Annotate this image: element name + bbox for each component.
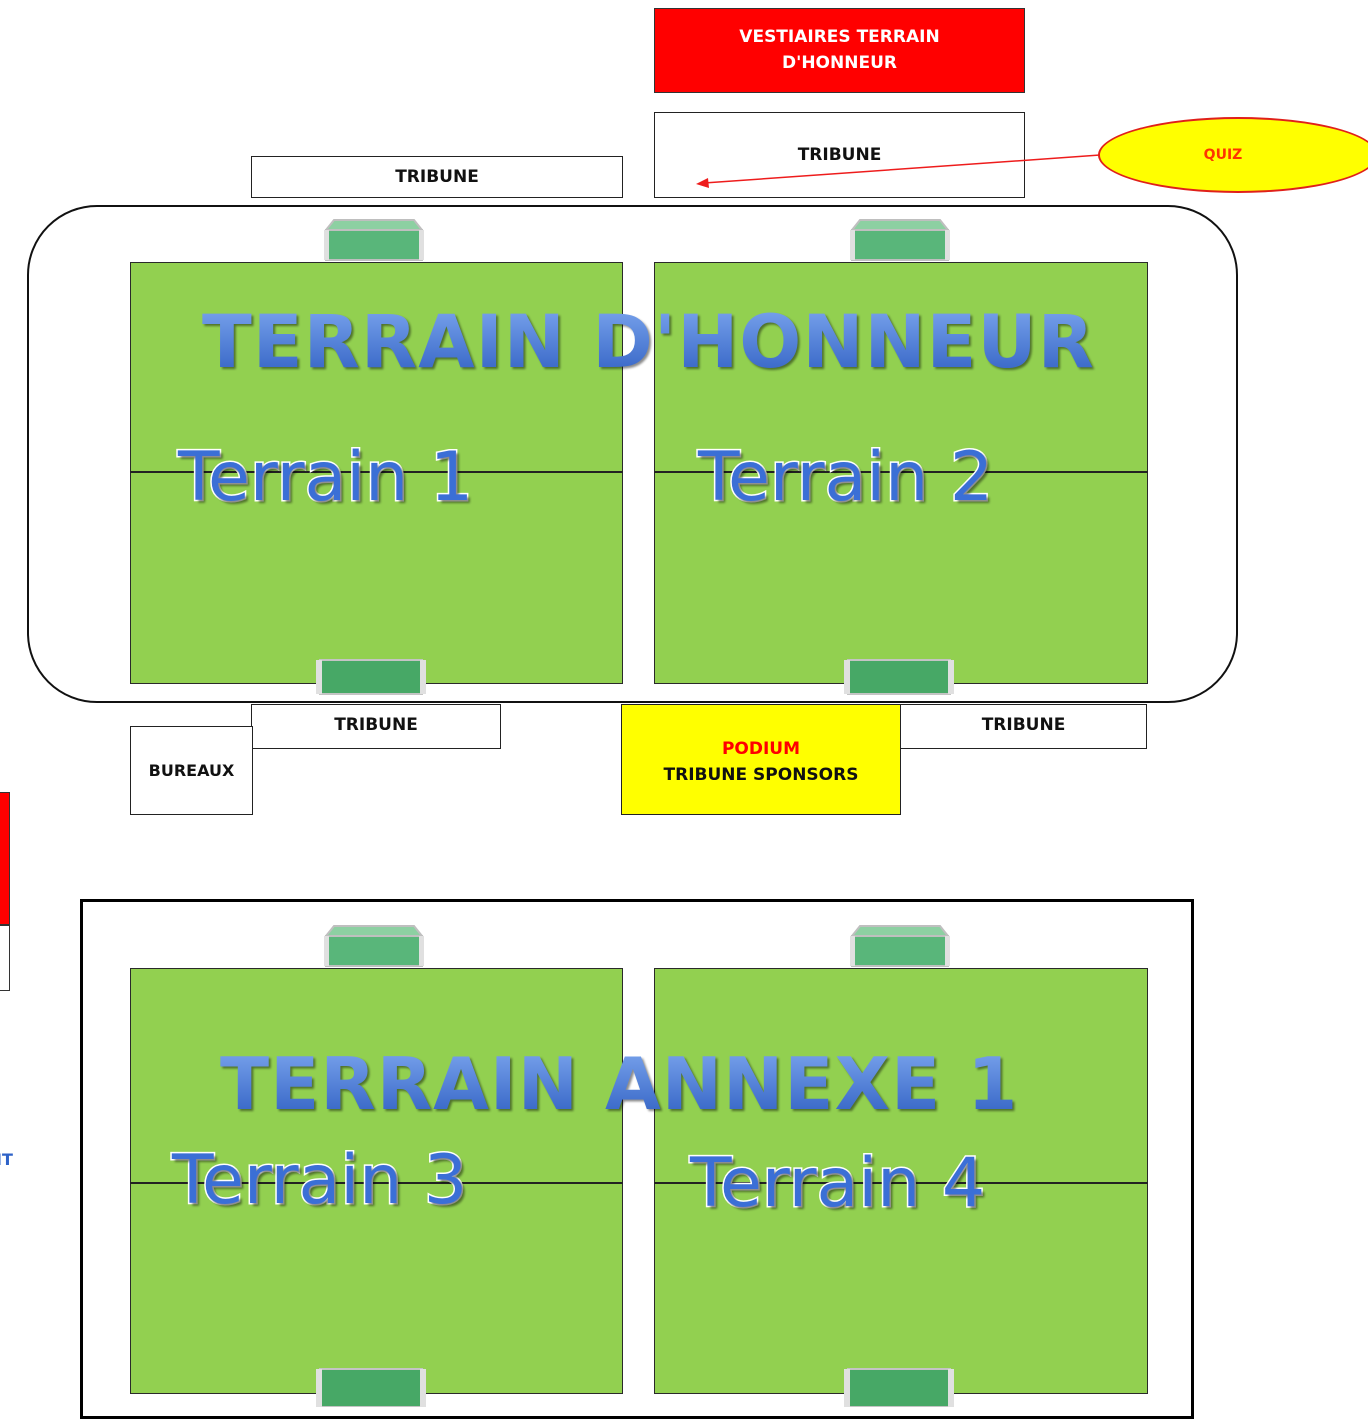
tribune-top-left-label: TRIBUNE <box>395 167 479 187</box>
stadium1-enclosure <box>27 205 1238 703</box>
goal-bottom-terrain4 <box>844 1368 954 1407</box>
stadium2-title: TERRAIN ANNEXE 1 <box>220 1042 1019 1126</box>
tribune-sponsors-label: TRIBUNE SPONSORS <box>663 764 859 785</box>
bureaux-box: BUREAUX <box>130 726 253 815</box>
quiz-arrow <box>696 154 1101 188</box>
left-box-fragment <box>0 925 10 991</box>
quiz-ellipse: QUIZ <box>1098 117 1368 193</box>
tribune-bottom-left-label: TRIBUNE <box>334 715 418 735</box>
terrain2-label: Terrain 2 <box>696 437 994 519</box>
tribune-top-left: TRIBUNE <box>251 156 623 198</box>
terrain3-label: Terrain 3 <box>170 1140 468 1222</box>
goal-bottom-terrain3 <box>316 1368 426 1407</box>
podium-label: PODIUM <box>721 739 801 759</box>
pitch-terrain4 <box>654 968 1148 1394</box>
goal-top-terrain4 <box>849 925 951 967</box>
terrain4-label: Terrain 4 <box>688 1143 986 1225</box>
stadium1-title: TERRAIN D'HONNEUR <box>202 300 1095 385</box>
midline-terrain3 <box>130 1182 623 1184</box>
goal-top-terrain2 <box>849 219 951 261</box>
pitch-terrain2 <box>654 262 1148 684</box>
vestiaires-box: VESTIAIRES TERRAIN D'HONNEUR <box>654 8 1025 93</box>
midline-terrain4 <box>654 1182 1148 1184</box>
tribune-bottom-right: TRIBUNE <box>900 704 1147 749</box>
tribune-top-right-label: TRIBUNE <box>797 145 882 165</box>
left-red-box-fragment <box>0 792 10 925</box>
tribune-bottom-right-label: TRIBUNE <box>981 715 1066 735</box>
midline-terrain2 <box>654 471 1148 473</box>
bureaux-label: BUREAUX <box>148 761 235 780</box>
podium-box: PODIUM TRIBUNE SPONSORS <box>621 704 901 815</box>
midline-terrain1 <box>130 471 623 473</box>
vestiaires-line1: VESTIAIRES TERRAIN <box>739 27 940 47</box>
goal-top-terrain3 <box>323 925 425 967</box>
tribune-bottom-left: TRIBUNE <box>251 704 501 749</box>
vestiaires-line2: D'HONNEUR <box>782 52 897 73</box>
quiz-label: QUIZ <box>1203 147 1243 163</box>
goal-bottom-terrain2 <box>844 659 954 695</box>
tribune-top-right: TRIBUNE <box>654 112 1025 198</box>
terrain1-label: Terrain 1 <box>176 437 474 519</box>
goal-bottom-terrain1 <box>316 659 426 695</box>
left-cut-text: IT <box>0 1150 13 1169</box>
goal-top-terrain1 <box>323 219 425 261</box>
